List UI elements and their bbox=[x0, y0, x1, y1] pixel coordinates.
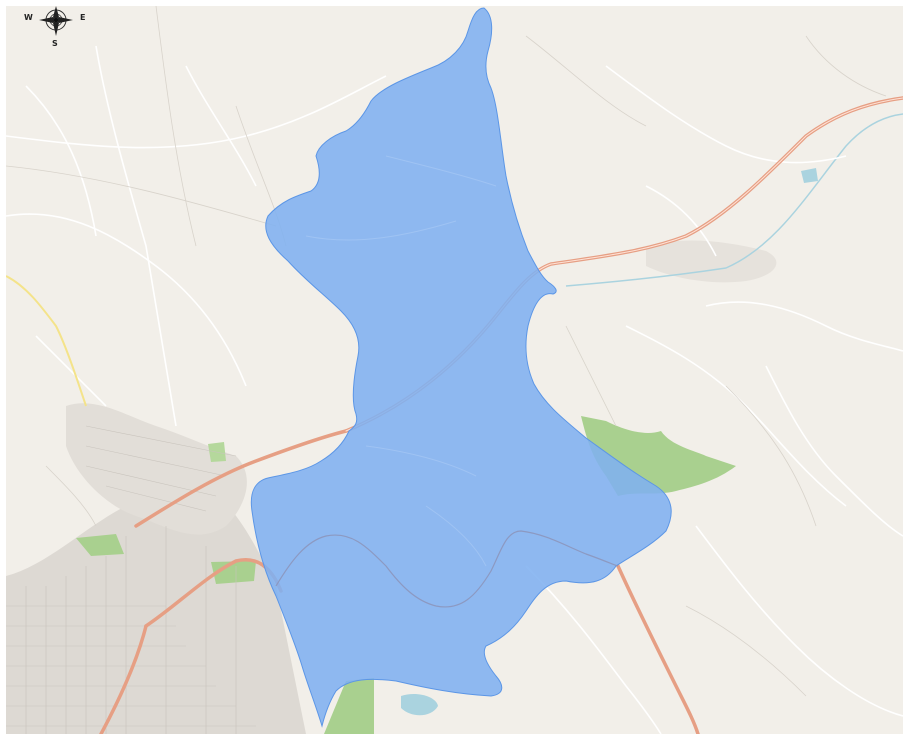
urban-street-grid bbox=[6, 425, 256, 734]
urban-area-southwest bbox=[6, 483, 306, 734]
river-northeast bbox=[565, 113, 903, 287]
track-network bbox=[6, 6, 887, 697]
park-west bbox=[76, 534, 124, 556]
map-canvas[interactable]: W E S bbox=[6, 6, 903, 734]
urban-area-west bbox=[66, 403, 247, 535]
map-svg bbox=[6, 6, 903, 734]
motorway-south-north bbox=[99, 624, 148, 734]
park-south bbox=[324, 678, 374, 734]
compass-rose-icon bbox=[39, 6, 73, 36]
compass-east-label: E bbox=[80, 13, 86, 22]
motorway-southeast bbox=[616, 564, 700, 734]
region-internal-roads bbox=[305, 155, 497, 567]
park-southwest bbox=[211, 561, 256, 584]
lake-northeast bbox=[801, 168, 818, 183]
secondary-road-west bbox=[6, 275, 87, 407]
compass-rose: W E S bbox=[12, 6, 96, 58]
lake-south bbox=[401, 694, 438, 716]
motorway-west bbox=[134, 429, 348, 528]
urban-area-northeast bbox=[646, 240, 777, 283]
compass-south-label: S bbox=[52, 39, 58, 48]
river-through-region bbox=[275, 530, 619, 608]
region-polygon[interactable] bbox=[250, 7, 672, 728]
compass-west-label: W bbox=[24, 13, 33, 22]
